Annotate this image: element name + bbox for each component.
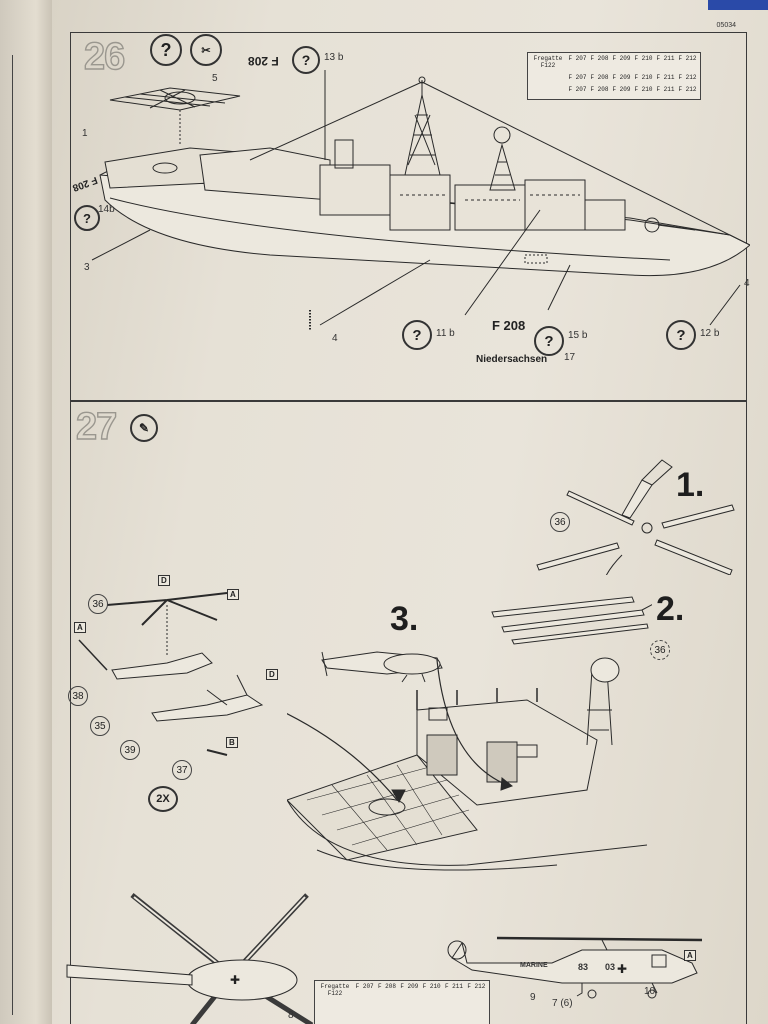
step-27-number: 27: [75, 405, 118, 448]
decal-cell: F 212: [678, 74, 697, 81]
heli-number-right: 03: [605, 962, 616, 972]
part-36-dashed: 36: [650, 640, 670, 660]
callout-14b-label: 14b: [98, 204, 115, 215]
glue-icon: ✎: [130, 414, 158, 442]
helicopter-exploded-drawing: [78, 592, 264, 756]
decal-cell: F 210: [634, 86, 653, 93]
step-26-frame: [70, 32, 747, 402]
helideck-hangar-drawing: [287, 657, 647, 871]
decal-cell: F 208: [590, 74, 609, 81]
ship-name: Niedersachsen: [476, 354, 548, 365]
folded-rotor-drawing: [491, 596, 652, 645]
callout-11b-label: 11 b: [436, 328, 455, 339]
callout-13b-icon: ?: [292, 46, 320, 74]
helicopter-top-view-drawing: ✚: [66, 893, 314, 1024]
part-36-left: 36: [88, 594, 108, 614]
callout-14b-icon: ?: [74, 205, 100, 231]
part-label-7-6: 7 (6): [552, 998, 573, 1009]
svg-text:✚: ✚: [230, 973, 240, 987]
ship-name-ref: 17: [564, 352, 576, 363]
part-36-top: 36: [550, 512, 570, 532]
part-38: 38: [68, 686, 88, 706]
part-label-4-bow: 4: [744, 278, 750, 289]
part-37: 37: [172, 760, 192, 780]
decal-cell: F 211: [656, 74, 675, 81]
part-label-1: 1: [82, 128, 88, 139]
decal-cell: F 207: [568, 74, 587, 81]
decal-cell: F 210: [634, 55, 653, 62]
flag-a-bottom: A: [684, 950, 696, 961]
flag-d-right: D: [266, 669, 278, 680]
decal-cell: F 209: [612, 86, 631, 93]
callout-12b-icon: ?: [666, 320, 696, 350]
sub-step-3: 3.: [390, 600, 419, 638]
flag-d-top: D: [158, 575, 170, 586]
part-label-5: 5: [212, 73, 218, 84]
decal-table-header: Fregatte F122: [533, 55, 563, 69]
part-label-8: 8: [288, 1010, 294, 1021]
part-label-3: 3: [84, 262, 90, 273]
callout-13b-label: 13 b: [324, 52, 344, 63]
flag-a-left: A: [74, 622, 86, 633]
decal-cell: F 209: [400, 983, 419, 990]
part-35: 35: [90, 716, 110, 736]
decal-cell: F 209: [612, 55, 631, 62]
help-icon: ?: [150, 34, 182, 66]
hull-number-rotated: F 208: [248, 54, 279, 68]
svg-text:✚: ✚: [617, 962, 627, 976]
part-label-9: 9: [530, 992, 536, 1003]
step-27-frame: [70, 400, 747, 1024]
decal-cell: F 212: [678, 86, 697, 93]
decal-table-bottom: Fregatte F122 F 207 F 208 F 209 F 210 F …: [314, 980, 490, 1024]
decal-cell: F 207: [355, 983, 374, 990]
marine-text: MARINE: [520, 962, 548, 969]
part-39: 39: [120, 740, 140, 760]
background-edge: [708, 0, 768, 10]
instruction-page: 05034 26 ? ✂ F 208 ? 13 b Fregatte F122 …: [52, 0, 768, 1024]
callout-12b-label: 12 b: [700, 328, 720, 339]
decal-cell: F 210: [422, 983, 441, 990]
hull-number-label: F 208: [492, 318, 526, 333]
left-page-edge: [0, 0, 60, 1024]
rotor-assembly-drawing: [536, 459, 735, 575]
decal-cell: F 207: [568, 55, 587, 62]
decal-cell: F 208: [590, 86, 609, 93]
decal-table: Fregatte F122 F 207 F 208 F 209 F 210 F …: [527, 52, 701, 100]
decal-cell: F 209: [612, 74, 631, 81]
callout-15b-label: 15 b: [568, 330, 588, 341]
flag-a-top: A: [227, 589, 239, 600]
frigate-side-view-drawing: [91, 70, 750, 330]
decal-cell: F 211: [656, 86, 675, 93]
step-26-number: 26: [83, 35, 126, 78]
multiplier-badge: 2X: [148, 786, 178, 812]
decal-cell: F 207: [568, 86, 587, 93]
callout-11b-icon: ?: [402, 320, 432, 350]
helicopter-side-view-drawing: ✚: [447, 936, 703, 999]
helicopter-small-drawing: [321, 651, 443, 683]
decal-cell: F 211: [444, 983, 463, 990]
decal-cell: F 211: [656, 55, 675, 62]
decal-cell: F 212: [467, 983, 486, 990]
left-page-rule: [0, 55, 13, 1015]
decal-table-header: Fregatte F122: [320, 983, 350, 997]
decal-cell: F 212: [678, 55, 697, 62]
flag-b: B: [226, 737, 238, 748]
decal-cell: F 208: [590, 55, 609, 62]
page-code: 05034: [716, 22, 736, 29]
sub-step-1: 1.: [676, 466, 705, 504]
part-label-10: 10: [644, 986, 656, 997]
sub-step-2: 2.: [656, 590, 685, 628]
callout-15b-icon: ?: [534, 326, 564, 356]
decal-cell: F 210: [634, 74, 653, 81]
heli-number-left: 83: [578, 962, 589, 972]
decal-cell: F 208: [377, 983, 396, 990]
tweezers-icon: ✂: [190, 34, 222, 66]
part-label-4: 4: [332, 333, 338, 344]
